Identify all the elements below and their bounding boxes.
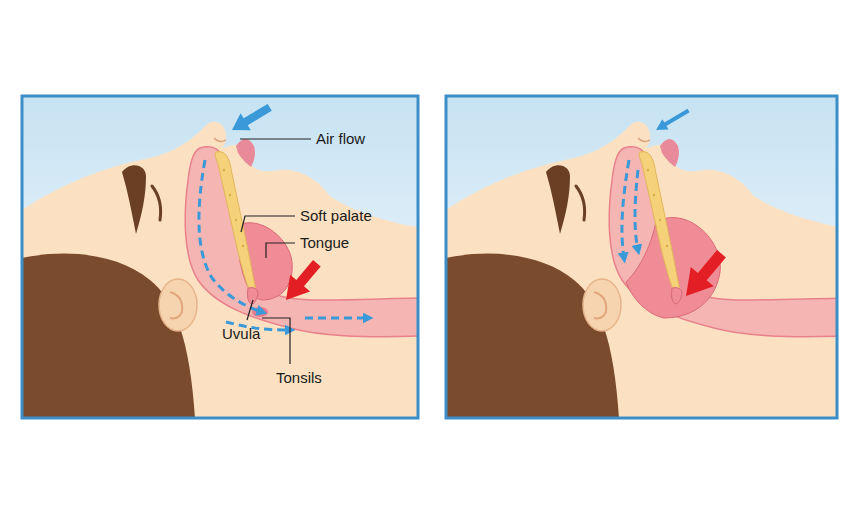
part-label: Uvula — [222, 325, 260, 343]
panel-frame — [446, 96, 837, 418]
normal-airway — [22, 96, 418, 418]
part-label: Tonsils — [276, 369, 322, 387]
part-label: Soft palate — [300, 207, 372, 225]
part-label: Tongue — [300, 234, 349, 252]
part-label: Air flow — [316, 130, 365, 148]
panel-frame — [22, 96, 418, 418]
blocked-airway — [446, 96, 837, 418]
